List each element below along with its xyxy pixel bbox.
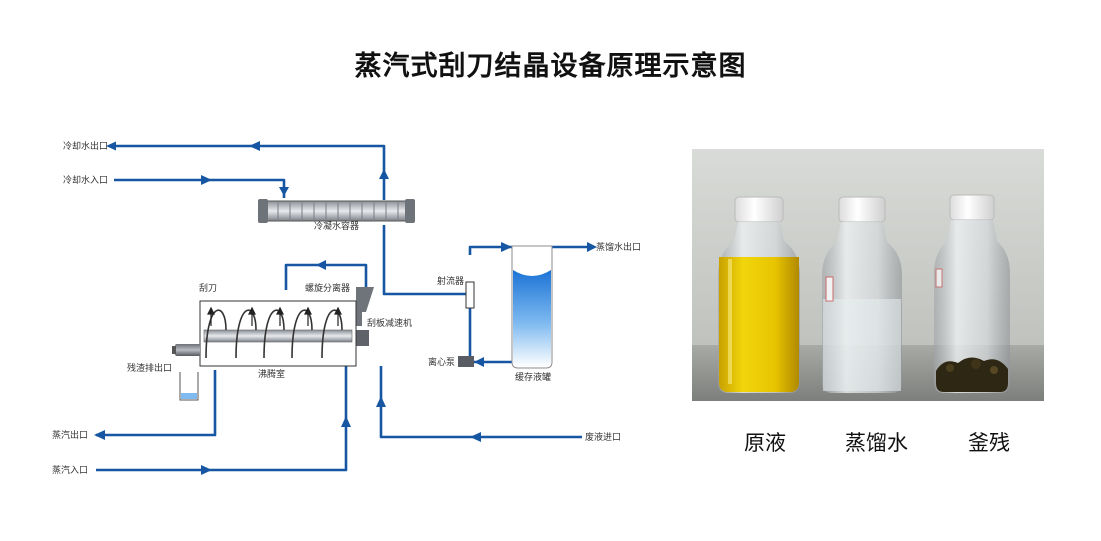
arrow-cooling-in-mid	[201, 175, 212, 185]
arrow-cooling-out-mid	[249, 141, 260, 151]
separator-hopper	[356, 287, 374, 312]
label-waste-in: 废液进口	[585, 431, 621, 443]
pipe-cooling-in	[114, 178, 286, 198]
diagram-labels: 冷却水出口 冷却水入口 冷凝水容器 刮刀 螺旋分离器 刮板减速机 残渣排出口 沸…	[52, 140, 641, 476]
bottles-illustration	[692, 149, 1044, 401]
caption-residue: 釜残	[968, 431, 1010, 455]
arrow-vapor-left	[316, 260, 326, 270]
ejector	[465, 281, 475, 309]
label-scraper: 刮刀	[199, 282, 217, 294]
arrow-waste-in	[470, 432, 481, 442]
label-steam-in: 蒸汽入口	[52, 464, 88, 476]
label-boiling-chamber: 沸腾室	[258, 368, 285, 380]
pipe-cooling-out	[114, 144, 386, 200]
boiling-chamber	[172, 287, 374, 367]
caption-distilled-water: 蒸馏水	[845, 431, 908, 455]
label-steam-out: 蒸汽出口	[52, 429, 88, 441]
label-distilled-out: 蒸馏水出口	[596, 241, 641, 253]
arrow-steam-in-up	[341, 416, 351, 427]
page-title: 蒸汽式刮刀结晶设备原理示意图	[354, 51, 747, 82]
caption-raw-liquid: 原液	[744, 431, 786, 455]
label-scraper-reducer: 刮板减速机	[367, 317, 412, 329]
label-screw-separator: 螺旋分离器	[305, 282, 350, 294]
screw-blades	[205, 309, 343, 359]
pipe-waste-in	[379, 366, 582, 439]
pipes	[96, 144, 590, 472]
arrow-cooling-in-down	[279, 187, 289, 196]
arrow-steam-out	[94, 430, 105, 440]
arrow-ejector-in	[501, 242, 512, 252]
condenser	[258, 199, 415, 223]
label-centrifugal-pump: 离心泵	[428, 356, 455, 368]
arrow-steam-in	[201, 465, 212, 475]
label-buffer-tank: 缓存液罐	[515, 371, 551, 383]
flow-arrows	[94, 141, 597, 475]
residue-cup	[179, 372, 199, 401]
sample-bottles-photo	[692, 149, 1044, 401]
pipe-ejector-top	[468, 245, 512, 255]
pipe-steam-in	[96, 366, 348, 472]
bottle-raw-liquid	[718, 196, 800, 393]
bottle-residue	[934, 194, 1010, 393]
arrow-distilled-out	[587, 242, 597, 252]
arrow-cooling-out	[106, 141, 116, 151]
pipe-ejector-pump	[460, 306, 472, 364]
arrow-pump-left	[474, 357, 484, 367]
centrifugal-pump	[458, 356, 474, 367]
pipe-steam-out	[96, 370, 217, 437]
flow-up-arrows	[207, 306, 342, 326]
bottle-distilled-water	[822, 196, 902, 393]
arrow-cooling-out-up	[379, 169, 389, 179]
label-residue-out: 残渣排出口	[127, 362, 172, 374]
arrow-waste-up	[376, 396, 386, 407]
buffer-tank	[511, 245, 553, 369]
motor	[175, 344, 200, 356]
label-cooling-out: 冷却水出口	[63, 140, 108, 152]
label-cooling-in: 冷却水入口	[63, 174, 108, 186]
label-condenser: 冷凝水容器	[314, 220, 359, 232]
label-ejector: 射流器	[437, 275, 464, 287]
